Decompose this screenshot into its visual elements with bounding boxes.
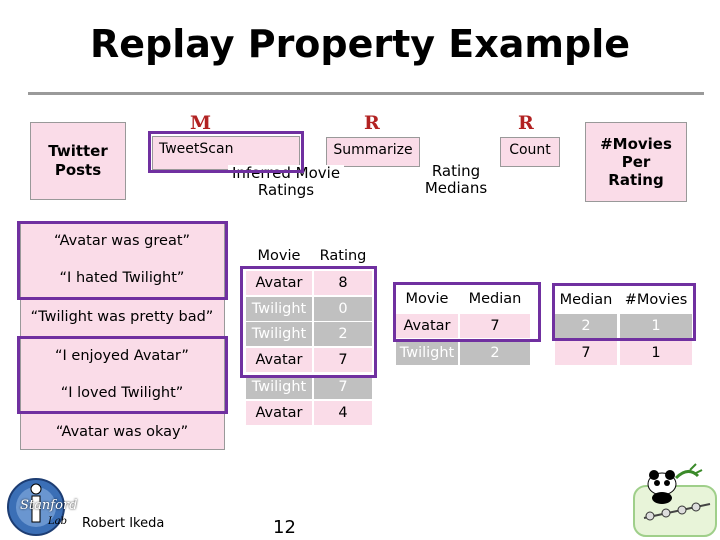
- ratings-row-rating: 8: [314, 271, 372, 295]
- ratings-header-rating: Rating: [314, 244, 372, 268]
- summarize-label: Summarize: [333, 142, 413, 158]
- rating-medians-label: Rating Medians: [421, 163, 491, 197]
- author-name: Robert Ikeda: [82, 516, 165, 531]
- highlight-box-counts: [552, 283, 696, 341]
- movies-per-rating-label: #Movies Per Rating: [600, 135, 672, 189]
- ratings-row-movie: Avatar: [246, 348, 312, 372]
- panda-illustration: [632, 456, 718, 538]
- medians-header-median: Median: [460, 287, 530, 311]
- ratings-row-rating: 7: [314, 348, 372, 372]
- title-divider: [28, 92, 704, 95]
- post-item: “I hated Twilight”: [22, 264, 222, 292]
- panda-icon: [633, 463, 717, 537]
- post-item: “I loved Twilight”: [22, 379, 222, 407]
- ratings-row-movie: Twilight: [246, 297, 312, 321]
- highlight-box-ratings: [240, 266, 377, 378]
- counts-row-median: 2: [555, 314, 617, 338]
- ratings-header-movie: Movie: [246, 244, 312, 268]
- post-item: “I enjoyed Avatar”: [22, 342, 222, 370]
- counts-header-median: Median: [555, 288, 617, 312]
- reduce-letter-1: R: [364, 112, 380, 134]
- logo-sub: Lab: [48, 516, 68, 527]
- movies-per-rating-note: #Movies Per Rating: [585, 122, 687, 202]
- highlight-box-posts-2: [17, 336, 228, 414]
- tweetscan-label: TweetScan: [159, 141, 234, 157]
- stanford-logo: Stanford Lab: [6, 474, 78, 538]
- twitter-posts-note: Twitter Posts: [30, 122, 126, 200]
- medians-row-median: 2: [460, 341, 530, 365]
- counts-header-movies: #Movies: [620, 288, 692, 312]
- tweetscan-stage: TweetScan: [152, 136, 300, 170]
- ratings-row-movie: Twilight: [246, 375, 312, 399]
- ratings-row-movie: Avatar: [246, 401, 312, 425]
- post-item: “Avatar was okay”: [22, 418, 222, 446]
- highlight-box-posts-1: [17, 221, 228, 300]
- counts-row-movies: 1: [620, 314, 692, 338]
- stanford-logo-icon: [7, 478, 65, 536]
- logo-text: Stanford: [20, 498, 78, 513]
- summarize-stage: Summarize: [326, 137, 420, 167]
- ratings-row-movie: Twilight: [246, 322, 312, 346]
- ratings-row-rating: 4: [314, 401, 372, 425]
- medians-row-movie: Avatar: [396, 314, 458, 338]
- map-letter: M: [190, 112, 212, 134]
- slide-title: Replay Property Example: [89, 22, 630, 66]
- ratings-row-movie: Avatar: [246, 271, 312, 295]
- ratings-row-rating: 7: [314, 375, 372, 399]
- medians-row-movie: Twilight: [396, 341, 458, 365]
- medians-row-median: 7: [460, 314, 530, 338]
- ratings-row-rating: 2: [314, 322, 372, 346]
- count-stage: Count: [500, 137, 560, 167]
- twitter-posts-label: Twitter Posts: [48, 142, 108, 179]
- post-item: “Avatar was great”: [22, 227, 222, 255]
- page-number: 12: [273, 517, 296, 538]
- counts-row-movies: 1: [620, 341, 692, 365]
- highlight-box-tweetscan: [148, 131, 304, 173]
- highlight-box-medians: [393, 282, 541, 342]
- counts-row-median: 7: [555, 341, 617, 365]
- reduce-letter-2: R: [518, 112, 534, 134]
- medians-header-movie: Movie: [396, 287, 458, 311]
- ratings-row-rating: 0: [314, 297, 372, 321]
- post-item: “Twilight was pretty bad”: [22, 303, 222, 331]
- count-label: Count: [509, 142, 551, 158]
